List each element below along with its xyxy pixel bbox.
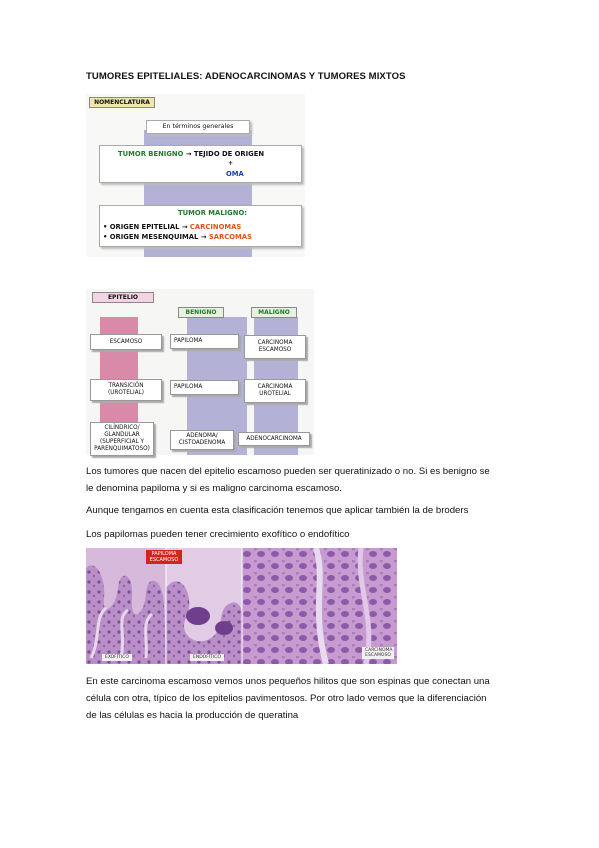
nomenclature-diagram: NOMENCLATURA En términos generales TUMOR… <box>86 94 305 257</box>
page-title: TUMORES EPITELIALES: ADENOCARCINOMAS Y T… <box>86 71 406 82</box>
benign-label: TUMOR BENIGNO <box>118 150 184 158</box>
paragraph-line: le denomina papiloma y si es maligno car… <box>86 483 342 494</box>
papilloma-micrograph: PAPILOMA ESCAMOSO EXOFÍTICO ENDOFÍTICO C… <box>86 548 397 664</box>
nomenclatura-tag: NOMENCLATURA <box>89 97 155 108</box>
arrow-symbol: → <box>200 233 207 241</box>
origin-escamoso: ESCAMOSO <box>90 334 162 350</box>
papilloma-tag: PAPILOMA ESCAMOSO <box>146 550 182 564</box>
malign-label: TUMOR MALIGNO: <box>178 209 247 217</box>
maligno-tag: MALIGNO <box>251 307 297 318</box>
origin-cilindrico: CILÍNDRICO/ GLANDULAR (SUPERFICIAL Y PAR… <box>90 422 154 456</box>
epitelio-tag: EPITELIO <box>92 292 154 303</box>
mesenquimal-origin: ORIGEN MESENQUIMAL <box>109 233 199 241</box>
arrow-symbol: → <box>181 223 188 231</box>
malign-carcinoma-escamoso: CARCINOMA ESCAMOSO <box>244 335 306 359</box>
paragraph-3: Los papilomas pueden tener crecimiento e… <box>86 529 350 540</box>
paragraph-4: En este carcinoma escamoso vemos unos pe… <box>86 673 526 724</box>
header-box: En términos generales <box>146 120 250 134</box>
paragraph-line: de las células es hacia la producción de… <box>86 710 299 721</box>
origin-transicion: TRANSICIÓN (UROTELIAL) <box>90 379 162 401</box>
malign-adenocarcinoma: ADENOCARCINOMA <box>238 432 310 446</box>
epitelial-origin: ORIGEN EPITELIAL <box>109 223 180 231</box>
sarcomas-label: SARCOMAS <box>208 233 252 241</box>
paragraph-line: Los tumores que nacen del epitelio escam… <box>86 466 490 477</box>
benigno-tag: BENIGNO <box>178 307 224 318</box>
endophytic-label: ENDOFÍTICO <box>190 654 224 661</box>
malign-box: TUMOR MALIGNO: • ORIGEN EPITELIAL → CARC… <box>99 205 302 247</box>
epithelium-diagram: EPITELIO BENIGNO MALIGNO ESCAMOSO PAPILO… <box>86 289 314 456</box>
benign-papiloma: PAPILOMA <box>170 334 239 349</box>
bullet: • <box>103 223 108 231</box>
benign-box: TUMOR BENIGNO → TEJIDO DE ORIGEN + OMA <box>99 145 302 183</box>
malign-carcinoma-urotelial: CARCINOMA UROTELIAL <box>244 379 306 403</box>
plus-sign: + <box>228 160 234 167</box>
paragraph-2: Aunque tengamos en cuenta esta clasifica… <box>86 505 469 516</box>
oma-label: OMA <box>226 170 244 178</box>
micrograph-image <box>86 548 397 664</box>
bullet: • <box>103 233 108 241</box>
benign-adenoma: ADENOMA/ CISTOADENOMA <box>170 430 234 450</box>
exophytic-label: EXOFÍTICO <box>102 654 132 661</box>
carcinomas-label: CARCINOMAS <box>189 223 242 231</box>
benign-papiloma: PAPILOMA <box>170 380 239 395</box>
paragraph-line: En este carcinoma escamoso vemos unos pe… <box>86 676 490 687</box>
paragraph-line: célula con otra, típico de los epitelios… <box>86 693 487 704</box>
arrow-symbol: → <box>185 150 192 158</box>
carcinoma-label: CARCINOMA ESCAMOSO <box>362 647 394 659</box>
benign-target: TEJIDO DE ORIGEN <box>193 150 265 158</box>
paragraph-1: Los tumores que nacen del epitelio escam… <box>86 463 516 497</box>
